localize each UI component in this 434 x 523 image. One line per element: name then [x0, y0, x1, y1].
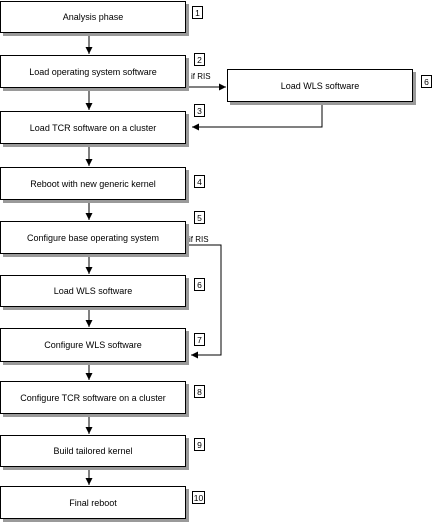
step-number: 10: [192, 491, 205, 504]
step-number: 1: [192, 6, 203, 19]
step-analysis-phase: Analysis phase: [0, 1, 186, 33]
step-number: 8: [194, 385, 205, 398]
step-configure-tcr-software: Configure TCR software on a cluster: [0, 381, 186, 414]
step-label: Configure WLS software: [44, 340, 142, 350]
step-load-wls-software: Load WLS software: [0, 275, 186, 307]
step-number: 2: [194, 53, 205, 66]
condition-label: if RIS: [189, 235, 209, 244]
step-label: Analysis phase: [62, 12, 124, 22]
arrow-side-to-3: [192, 102, 323, 131]
step-reboot-generic-kernel: Reboot with new generic kernel: [0, 167, 186, 200]
step-number: 6: [194, 278, 205, 291]
step-number: 6: [421, 75, 432, 88]
step-load-os-software: Load operating system software: [0, 55, 186, 88]
step-label: Configure TCR software on a cluster: [20, 392, 166, 403]
step-number: 7: [194, 333, 205, 346]
step-label: Load WLS software: [280, 80, 360, 91]
step-label: Load TCR software on a cluster: [29, 122, 157, 133]
step-number: 4: [194, 175, 205, 188]
condition-label: if RIS: [191, 72, 211, 81]
step-number: 3: [194, 104, 205, 117]
step-number: 9: [194, 438, 205, 451]
step-label: Configure base operating system: [26, 232, 160, 243]
step-number: 5: [194, 211, 205, 224]
step-label: Final reboot: [69, 497, 117, 508]
step-label: Load WLS software: [53, 286, 133, 296]
step-load-tcr-software: Load TCR software on a cluster: [0, 111, 186, 144]
step-label: Load operating system software: [29, 66, 157, 77]
step-final-reboot: Final reboot: [0, 486, 186, 519]
arrow-5-to-7: [186, 244, 222, 359]
side-step-load-wls-software: Load WLS software: [227, 69, 413, 102]
step-configure-base-os: Configure base operating system: [0, 221, 186, 254]
step-label: Reboot with new generic kernel: [30, 178, 156, 189]
step-build-tailored-kernel: Build tailored kernel: [0, 435, 186, 467]
step-label: Build tailored kernel: [53, 446, 133, 456]
step-configure-wls-software: Configure WLS software: [0, 328, 186, 362]
